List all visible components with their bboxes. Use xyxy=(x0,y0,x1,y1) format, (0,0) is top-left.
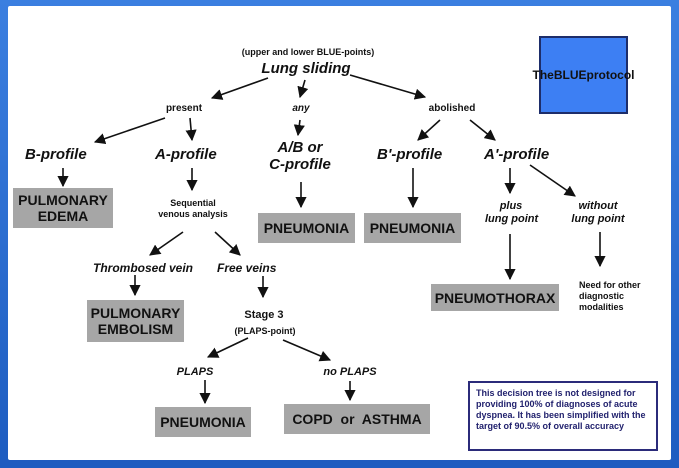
outcome-pulmonary-edema-line1: PULMONARY xyxy=(18,192,108,208)
profile-a: A-profile xyxy=(155,146,217,163)
title-line-1: The xyxy=(532,68,554,82)
profile-b-prime: B'-profile xyxy=(377,146,443,163)
other-line2: diagnostic xyxy=(579,291,625,301)
arrow-present-b xyxy=(93,117,166,145)
vein-free: Free veins xyxy=(217,261,277,275)
arrow-stage3-noplaps xyxy=(282,339,332,362)
blue-protocol-title-box: The BLUE protocol xyxy=(533,36,635,114)
without-line1: without xyxy=(578,200,618,212)
other-line1: Need for other xyxy=(579,280,641,290)
sequential-line2: venous analysis xyxy=(158,209,228,219)
arrow-any-ab xyxy=(293,119,305,137)
outcome-pneumothorax: PNEUMOTHORAX xyxy=(431,284,559,311)
without-lung-point: without lung point xyxy=(566,200,630,226)
arrow-abolished-bprime xyxy=(417,119,441,141)
profile-ab-line1: A/B or xyxy=(277,139,323,156)
arrow-aprime-without xyxy=(529,164,576,197)
without-line2: lung point xyxy=(571,213,625,225)
root-lung-sliding: Lung sliding xyxy=(261,60,351,77)
vein-thrombosed: Thrombosed vein xyxy=(93,261,194,275)
arrow-abolished-aprime xyxy=(469,119,496,141)
outcome-embolism-line1: PULMONARY xyxy=(90,305,181,321)
profile-ab-line2: C-profile xyxy=(269,156,331,173)
arrow-sequential-free xyxy=(214,231,241,256)
outcome-copd-asthma: COPD or ASTHMA xyxy=(284,404,430,434)
arrow-present-a xyxy=(185,117,197,142)
branch-present: present xyxy=(165,103,203,114)
root-note: (upper and lower BLUE-points) xyxy=(241,47,375,57)
plus-line1: plus xyxy=(499,200,523,212)
outcome-pneumonia-plaps: PNEUMONIA xyxy=(155,407,251,437)
outcome-embolism-line2: EMBOLISM xyxy=(97,321,174,337)
arrow-sequential-thrombosed xyxy=(149,231,184,256)
sequential-venous-analysis: Sequential venous analysis xyxy=(150,198,236,220)
profile-b: B-profile xyxy=(25,146,87,163)
plus-line2: lung point xyxy=(485,213,539,225)
other-line3: modalities xyxy=(579,302,624,312)
title-line-2: BLUE xyxy=(553,68,587,82)
branch-abolished: abolished xyxy=(428,103,476,114)
profile-a-prime: A'-profile xyxy=(484,146,550,163)
arrow-sliding-any xyxy=(297,79,309,99)
stage3-label: Stage 3 xyxy=(244,309,284,321)
branch-any: any xyxy=(292,103,310,114)
plus-lung-point: plus lung point xyxy=(485,200,539,226)
plaps-yes: PLAPS xyxy=(176,366,214,378)
sequential-line1: Sequential xyxy=(170,198,216,208)
outcome-pneumonia-b-prime: PNEUMONIA xyxy=(364,213,461,243)
other-modalities: Need for other diagnostic modalities xyxy=(579,280,641,313)
stage3-sub: (PLAPS-point) xyxy=(234,326,296,336)
plaps-no: no PLAPS xyxy=(323,366,377,378)
disclaimer-note: This decision tree is not designed for p… xyxy=(468,381,658,451)
arrow-sliding-abolished xyxy=(349,74,427,100)
arrow-sliding-present xyxy=(210,77,269,100)
arrow-stage3-plaps xyxy=(206,337,249,358)
outcome-pulmonary-edema-line2: EDEMA xyxy=(37,208,89,224)
title-line-3: protocol xyxy=(586,68,635,82)
outcome-pneumonia-ab: PNEUMONIA xyxy=(258,213,355,243)
